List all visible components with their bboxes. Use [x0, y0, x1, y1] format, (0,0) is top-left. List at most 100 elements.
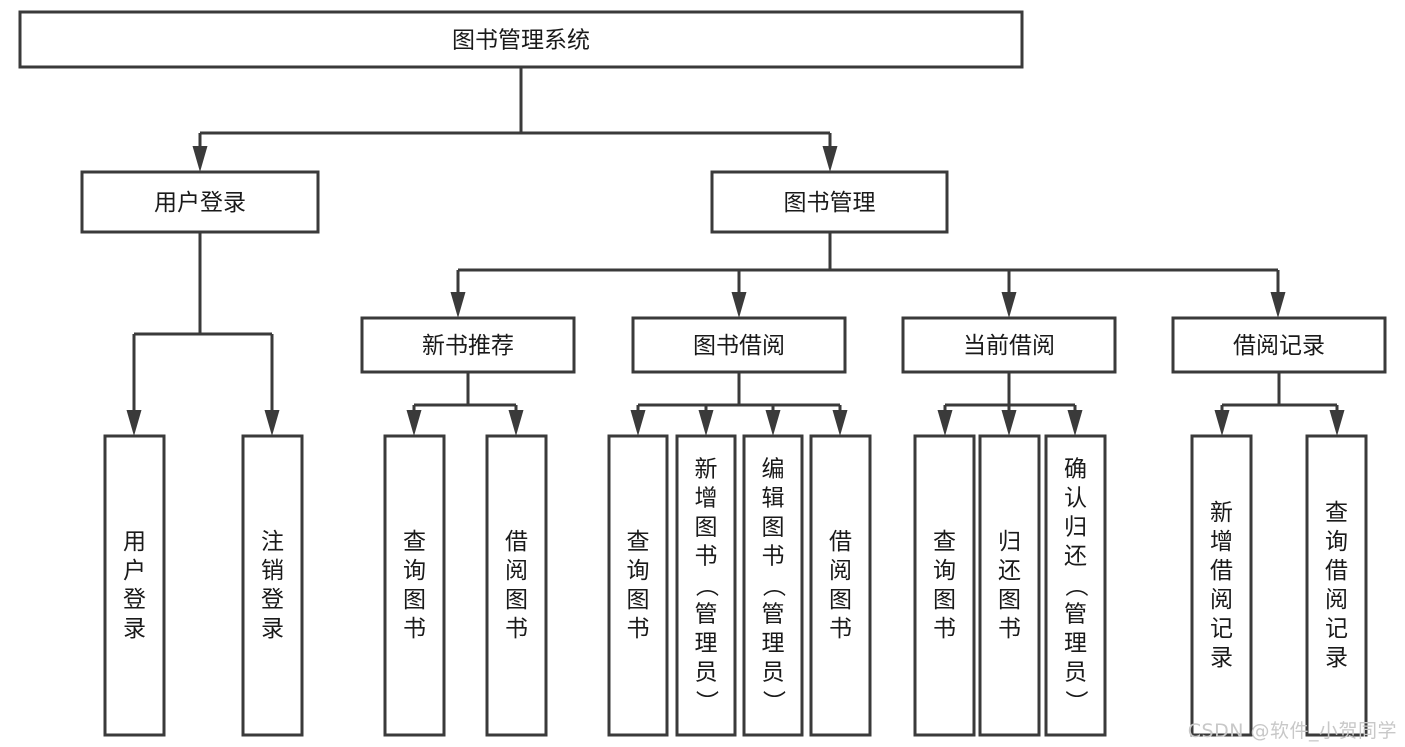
node-box[interactable]: [241, 434, 304, 737]
node-box[interactable]: [901, 316, 1117, 374]
node-label-char: 图: [505, 587, 528, 613]
arrow-head-icon: [264, 410, 280, 436]
node-label-char: 增: [695, 486, 718, 512]
node-label-char: 录: [123, 616, 146, 642]
node-label-char: 图: [998, 587, 1021, 613]
node-box[interactable]: [675, 434, 737, 737]
node-label-char: 询: [933, 558, 956, 584]
node-leaf[interactable]: 用户登录: [103, 434, 166, 737]
node-box[interactable]: [360, 316, 576, 374]
arrow-head-icon: [1067, 410, 1083, 436]
node-label-char: 图: [829, 587, 852, 613]
arrow-head-icon: [1214, 410, 1230, 436]
node-level3[interactable]: 新书推荐: [360, 316, 576, 374]
node-label-char: 辑: [762, 486, 785, 512]
node-level3[interactable]: 借阅记录: [1171, 316, 1387, 374]
node-label-char: 借: [505, 529, 528, 555]
node-box[interactable]: [485, 434, 548, 737]
node-label-char: 记: [1325, 616, 1348, 642]
node-label-char: 书: [695, 544, 718, 570]
node-box[interactable]: [710, 170, 949, 234]
node-label-char: 借: [1325, 558, 1348, 584]
node-label-char: （: [760, 574, 786, 597]
arrow-head-icon: [698, 410, 714, 436]
node-label-char: 登: [261, 587, 284, 613]
node-label-char: 查: [403, 529, 426, 555]
node-label-char: 确: [1064, 457, 1087, 483]
node-box[interactable]: [1044, 434, 1107, 737]
node-box[interactable]: [383, 434, 446, 737]
node-label-char: 查: [627, 529, 650, 555]
node-label-char: 书: [403, 616, 426, 642]
node-label-char: 理: [762, 631, 785, 657]
node-label-char: 录: [1210, 645, 1233, 671]
node-level3[interactable]: 当前借阅: [901, 316, 1117, 374]
node-label: 新书推荐: [422, 333, 514, 359]
arrow-head-icon: [450, 292, 466, 318]
node-label-char: （: [693, 574, 719, 597]
node-level2[interactable]: 用户登录: [80, 170, 320, 234]
node-box[interactable]: [103, 434, 166, 737]
node-label-char: 借: [1210, 558, 1233, 584]
node-label-char: 归: [1064, 515, 1087, 541]
node-label-char: 询: [403, 558, 426, 584]
node-box[interactable]: [80, 170, 320, 234]
arrow-head-icon: [1270, 292, 1286, 318]
node-label-char: 查: [1325, 500, 1348, 526]
node-label-char: 编: [762, 457, 785, 483]
node-label-char: 图: [695, 515, 718, 541]
node-box[interactable]: [1190, 434, 1253, 737]
node-label-char: 管: [1064, 602, 1087, 628]
arrow-head-icon: [937, 410, 953, 436]
node-label-char: 书: [627, 616, 650, 642]
node-label-char: 借: [829, 529, 852, 555]
node-box[interactable]: [607, 434, 669, 737]
node-label-char: 图: [627, 587, 650, 613]
node-label-char: ）: [1063, 690, 1089, 713]
node-label-char: 员: [762, 660, 785, 686]
node-box[interactable]: [809, 434, 872, 737]
node-box[interactable]: [1171, 316, 1387, 374]
node-box[interactable]: [631, 316, 847, 374]
node-box[interactable]: [1305, 434, 1368, 737]
node-box[interactable]: [18, 10, 1024, 69]
arrow-head-icon: [126, 410, 142, 436]
arrow-head-icon: [832, 410, 848, 436]
node-label-char: 注: [261, 529, 284, 555]
node-label-char: 录: [261, 616, 284, 642]
node-label-char: 用: [123, 529, 146, 555]
node-label-char: ）: [760, 690, 786, 713]
node-level3[interactable]: 图书借阅: [631, 316, 847, 374]
node-label-char: ）: [693, 690, 719, 713]
node-level2[interactable]: 图书管理: [710, 170, 949, 234]
node-box[interactable]: [978, 434, 1041, 737]
arrow-head-icon: [630, 410, 646, 436]
node-label-char: 销: [261, 558, 284, 584]
node-label-char: 书: [829, 616, 852, 642]
node-box[interactable]: [913, 434, 976, 737]
arrow-head-icon: [822, 146, 838, 172]
node-label-char: 书: [505, 616, 528, 642]
node-label-char: 查: [933, 529, 956, 555]
node-root[interactable]: 图书管理系统: [18, 10, 1024, 69]
node-box[interactable]: [742, 434, 804, 737]
node-label-char: （: [1063, 574, 1089, 597]
node-label: 图书管理系统: [452, 28, 590, 54]
node-label-char: 图: [403, 587, 426, 613]
node-label: 图书管理: [784, 190, 876, 216]
node-label-char: 新: [1210, 500, 1233, 526]
node-label-char: 图: [762, 515, 785, 541]
